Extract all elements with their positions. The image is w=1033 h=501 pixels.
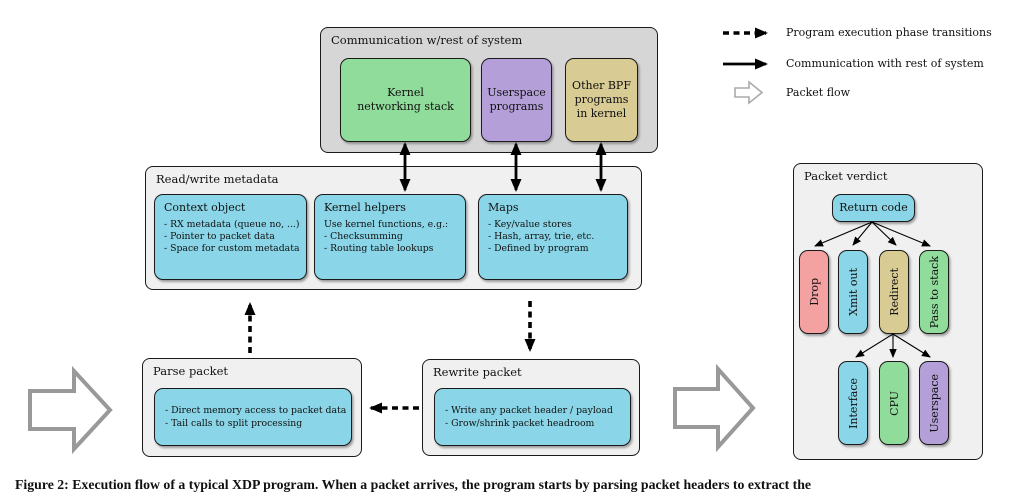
helpers-line-1: Use kernel functions, e.g.: (324, 219, 449, 230)
redirect-userspace-box: Userspace (919, 361, 949, 445)
rewrite-packet-title: Rewrite packet (433, 365, 522, 379)
legend-communication-label: Communication with rest of system (786, 57, 984, 70)
helpers-line-3: - Routing table lookups (324, 243, 434, 255)
legend-packet-flow-label: Packet flow (786, 86, 851, 99)
kernel-helpers-title: Kernel helpers (324, 201, 406, 214)
maps-line-2: - Hash, array, trie, etc. (488, 231, 595, 243)
context-line-3: - Space for custom metadata (164, 243, 300, 255)
verdict-drop-label: Drop (807, 278, 821, 306)
return-code-label: Return code (839, 201, 908, 215)
context-object-box: Context object - RX metadata (queue no, … (154, 194, 307, 280)
communication-panel: Communication w/rest of system Kernel ne… (320, 27, 658, 153)
userspace-programs-box: Userspace programs (481, 58, 552, 142)
legend-phase-transitions-label: Program execution phase transitions (786, 26, 992, 39)
other-bpf-programs-label: Other BPF programs in kernel (572, 79, 631, 120)
kernel-networking-stack-box: Kernel networking stack (340, 58, 471, 142)
context-line-2: - Pointer to packet data (164, 231, 275, 243)
maps-line-3: - Defined by program (488, 243, 589, 255)
redirect-interface-label: Interface (846, 377, 860, 429)
kernel-networking-stack-label: Kernel networking stack (357, 86, 454, 113)
maps-line-1: - Key/value stores (488, 219, 572, 230)
packet-verdict-panel: Packet verdict Return code Drop Xmit out… (793, 163, 983, 460)
redirect-cpu-box: CPU (879, 361, 909, 445)
verdict-pass-to-stack-label: Pass to stack (927, 255, 941, 329)
metadata-panel: Read/write metadata Context object - RX … (145, 166, 642, 290)
figure-caption: Figure 2: Execution flow of a typical XD… (15, 477, 812, 492)
rewrite-packet-details-box: - Write any packet header / payload - Gr… (434, 388, 631, 446)
maps-title: Maps (488, 201, 519, 214)
legend-packet-flow-arrow-icon (734, 80, 764, 105)
userspace-programs-label: Userspace programs (487, 86, 546, 113)
context-line-1: - RX metadata (queue no, ...) (164, 219, 300, 230)
return-code-box: Return code (832, 194, 915, 222)
redirect-cpu-label: CPU (887, 390, 901, 416)
maps-box: Maps - Key/value stores - Hash, array, t… (478, 194, 628, 280)
parse-line-2: - Tail calls to split processing (165, 418, 303, 429)
communication-panel-title: Communication w/rest of system (331, 33, 523, 47)
parse-packet-title: Parse packet (153, 364, 228, 378)
packet-verdict-title: Packet verdict (804, 169, 888, 183)
context-object-title: Context object (164, 201, 246, 214)
packet-flow-arrow-left (28, 365, 113, 455)
redirect-userspace-label: Userspace (927, 373, 941, 433)
verdict-redirect-box: Redirect (879, 250, 909, 334)
other-bpf-programs-box: Other BPF programs in kernel (565, 58, 638, 142)
verdict-xmit-out-box: Xmit out (838, 250, 868, 334)
metadata-panel-title: Read/write metadata (156, 172, 279, 186)
redirect-interface-box: Interface (838, 361, 868, 445)
rewrite-packet-panel: Rewrite packet - Write any packet header… (422, 359, 640, 456)
kernel-helpers-box: Kernel helpers Use kernel functions, e.g… (314, 194, 466, 280)
verdict-pass-to-stack-box: Pass to stack (919, 250, 949, 334)
rewrite-line-1: - Write any packet header / payload (445, 404, 613, 416)
verdict-redirect-label: Redirect (887, 268, 901, 316)
parse-line-1: - Direct memory access to packet data (165, 404, 347, 416)
verdict-drop-box: Drop (799, 250, 829, 334)
helpers-line-2: - Checksumming (324, 231, 403, 243)
rewrite-line-2: - Grow/shrink packet headroom (445, 418, 595, 429)
verdict-xmit-out-label: Xmit out (846, 268, 860, 316)
packet-flow-arrow-middle (673, 363, 756, 453)
parse-packet-details-box: - Direct memory access to packet data - … (154, 388, 352, 446)
parse-packet-panel: Parse packet - Direct memory access to p… (142, 358, 362, 457)
